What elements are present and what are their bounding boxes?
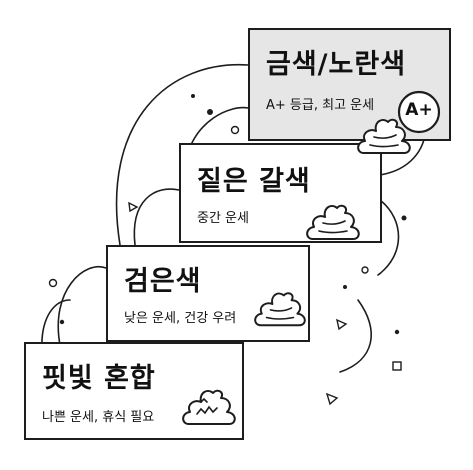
poop-icon bbox=[305, 193, 363, 249]
level-subtitle: A+ 등급, 최고 운세 bbox=[266, 98, 375, 113]
level-card-dark-brown: 짙은 갈색 중간 운세 bbox=[179, 143, 382, 243]
poop-icon bbox=[356, 107, 414, 163]
level-subtitle: 낮은 운세, 건강 우려 bbox=[124, 311, 237, 326]
level-title: 짙은 갈색 bbox=[197, 166, 311, 197]
level-subtitle: 중간 운세 bbox=[197, 211, 249, 226]
level-title: 금색/노란색 bbox=[266, 49, 407, 80]
level-title: 검은색 bbox=[124, 266, 202, 297]
level-title: 핏빛 혼합 bbox=[42, 363, 156, 394]
a-plus-badge-icon: A+ bbox=[396, 89, 442, 135]
poop-icon bbox=[253, 281, 309, 335]
a-plus-badge-label: A+ bbox=[405, 100, 433, 120]
level-subtitle: 나쁜 운세, 휴식 필요 bbox=[42, 410, 155, 425]
poop-icon bbox=[181, 378, 239, 434]
